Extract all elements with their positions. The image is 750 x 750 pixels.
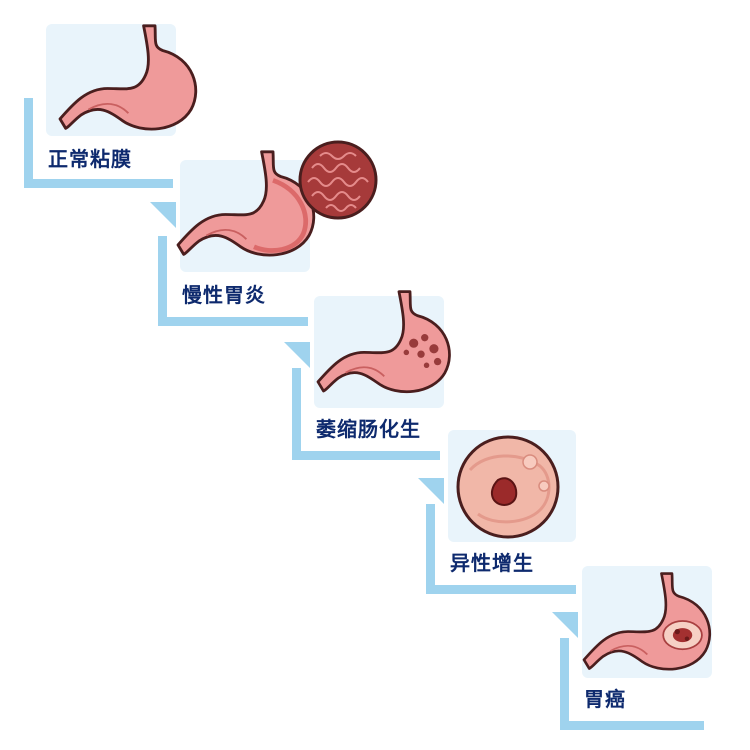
stage-bar xyxy=(292,451,440,460)
stage-bar xyxy=(24,179,173,188)
step-connector xyxy=(552,612,578,638)
stage-bar xyxy=(292,368,301,460)
stage-chronic-gastritis: 慢性胃炎 xyxy=(150,140,378,326)
stage-label: 异性增生 xyxy=(450,551,534,575)
stage-gastric-cancer: 胃癌 xyxy=(552,566,712,730)
mucosa-magnifier-icon xyxy=(298,140,378,220)
mucosa-closeup-icon xyxy=(456,435,560,539)
stage-bar xyxy=(24,98,33,188)
step-connector xyxy=(418,478,444,504)
cancer-stomach-icon xyxy=(582,572,712,671)
stage-bar xyxy=(426,585,576,594)
inflamed-stomach-icon xyxy=(176,150,316,257)
stage-bar xyxy=(158,236,167,326)
stage-label: 胃癌 xyxy=(584,687,626,711)
metaplasia-stomach-icon xyxy=(316,290,451,394)
stage-dysplasia: 异性增生 xyxy=(418,430,576,594)
stage-bar xyxy=(158,317,308,326)
stage-intestinal-metaplasia: 萎缩肠化生 xyxy=(284,290,451,460)
step-connector xyxy=(150,202,176,228)
stage-bar xyxy=(426,504,435,594)
stage-label: 萎缩肠化生 xyxy=(315,417,421,441)
stage-bar xyxy=(560,638,569,730)
stage-normal: 正常粘膜 xyxy=(24,24,198,188)
stage-label: 正常粘膜 xyxy=(48,147,132,171)
stage-bar xyxy=(560,721,704,730)
step-connector xyxy=(284,342,310,368)
stage-label: 慢性胃炎 xyxy=(182,283,266,307)
